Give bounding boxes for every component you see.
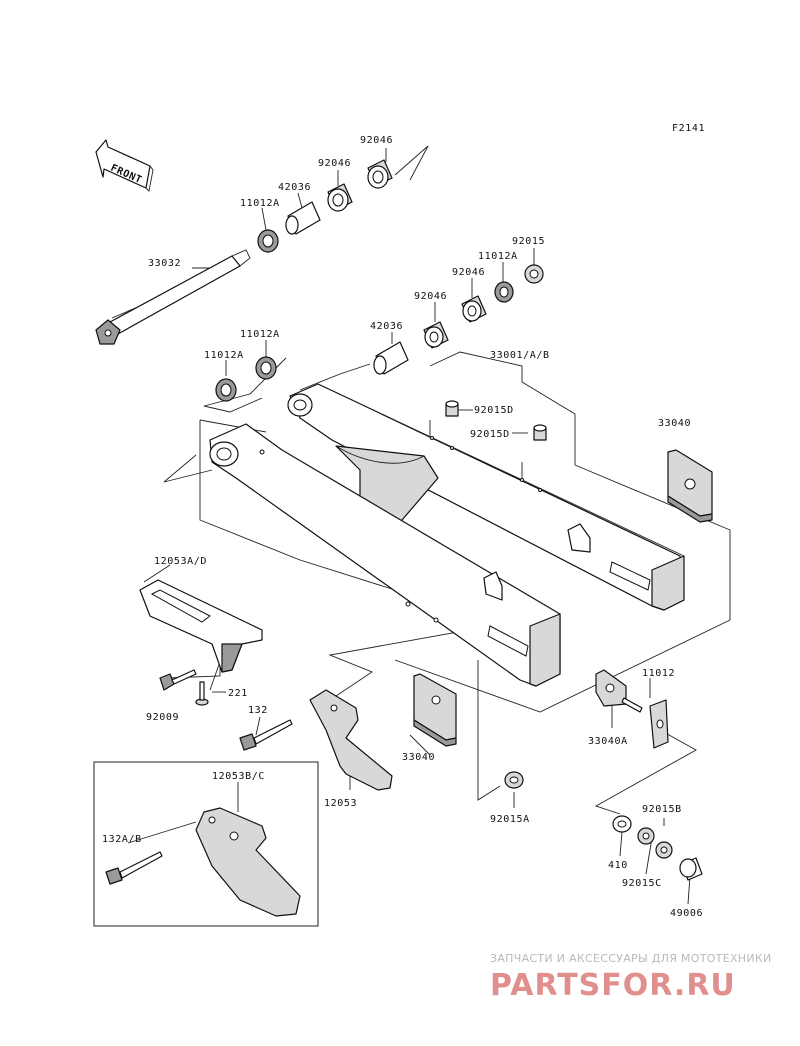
seal-11012A-right bbox=[494, 281, 514, 303]
bolt-132 bbox=[239, 719, 293, 751]
chain-guard-12053AD bbox=[139, 579, 263, 673]
bolt-92015D-1 bbox=[445, 400, 459, 417]
watermark: ЗАПЧАСТИ И АКСЕССУАРЫ ДЛЯ МОТОТЕХНИКИ PA… bbox=[490, 952, 772, 1003]
bolt-92015D-2 bbox=[533, 424, 547, 441]
label-11012: 11012 bbox=[642, 668, 675, 679]
inset-box bbox=[93, 761, 319, 927]
nut-92015B bbox=[655, 841, 673, 859]
label-12053: 12053 bbox=[324, 798, 357, 809]
bearing-92046-right2 bbox=[423, 321, 449, 349]
label-92015C: 92015C bbox=[622, 878, 662, 889]
label-92009: 92009 bbox=[146, 712, 179, 723]
bolt-92009 bbox=[159, 669, 197, 691]
label-92046-top: 92046 bbox=[360, 135, 393, 146]
bearing-92046-top bbox=[367, 159, 393, 189]
seal-11012A-left2 bbox=[215, 378, 237, 402]
watermark-subtitle: ЗАПЧАСТИ И АКСЕССУАРЫ ДЛЯ МОТОТЕХНИКИ bbox=[490, 952, 772, 965]
label-33032: 33032 bbox=[148, 258, 181, 269]
label-11012A-left1: 11012A bbox=[240, 329, 280, 340]
label-92046-right1: 92046 bbox=[452, 267, 485, 278]
sprocket-cover-12053 bbox=[309, 689, 393, 791]
label-33001: 33001/A/B bbox=[490, 350, 550, 361]
washer-410 bbox=[612, 815, 632, 833]
label-11012A-right: 11012A bbox=[478, 251, 518, 262]
nut-92015-top bbox=[524, 264, 544, 284]
adjuster-33040A bbox=[595, 669, 643, 713]
leader-lines bbox=[111, 145, 731, 905]
label-42036-top: 42036 bbox=[278, 182, 311, 193]
label-33040A: 33040A bbox=[588, 736, 628, 747]
nut-92015C bbox=[637, 827, 655, 845]
nut-92015A bbox=[504, 771, 524, 789]
label-92046-mid: 92046 bbox=[318, 158, 351, 169]
bolt-132AB bbox=[105, 851, 163, 885]
sleeve-42036-mid bbox=[373, 341, 409, 375]
label-92015D-2: 92015D bbox=[470, 429, 510, 440]
front-arrow-icon: FRONT bbox=[95, 139, 154, 192]
label-42036-mid: 42036 bbox=[370, 321, 403, 332]
adjuster-33040-right bbox=[667, 449, 713, 523]
label-12053BC: 12053B/C bbox=[212, 771, 265, 782]
label-410: 410 bbox=[608, 860, 628, 871]
label-132AB: 132A/B bbox=[102, 834, 142, 845]
sleeve-42036-top bbox=[285, 201, 321, 235]
chain-guard-12053BC bbox=[195, 807, 301, 917]
part-labels: 92046 92046 42036 11012A 33032 92015 110… bbox=[102, 135, 703, 919]
label-92046-right2: 92046 bbox=[414, 291, 447, 302]
label-132: 132 bbox=[248, 705, 268, 716]
label-33040-right: 33040 bbox=[658, 418, 691, 429]
watermark-logo: PARTSFOR.RU bbox=[490, 968, 736, 1003]
adjuster-33040-center bbox=[413, 673, 457, 747]
label-92015D-1: 92015D bbox=[474, 405, 514, 416]
label-92015-top: 92015 bbox=[512, 236, 545, 247]
seal-11012A-left1 bbox=[255, 356, 277, 380]
label-92015B: 92015B bbox=[642, 804, 682, 815]
label-33040-center: 33040 bbox=[402, 752, 435, 763]
plate-11012 bbox=[649, 699, 669, 749]
pivot-shaft-33032 bbox=[95, 249, 251, 345]
figure-code: F2141 bbox=[672, 123, 705, 134]
bearing-92046-mid bbox=[327, 183, 353, 212]
swingarm-33001 bbox=[209, 383, 685, 687]
screw-221 bbox=[195, 681, 209, 706]
collar-49006 bbox=[679, 857, 703, 881]
seal-11012A-top bbox=[257, 229, 279, 253]
label-12053AD: 12053A/D bbox=[154, 556, 207, 567]
label-11012A-left2: 11012A bbox=[204, 350, 244, 361]
bearing-92046-right1 bbox=[461, 295, 487, 323]
label-221: 221 bbox=[228, 688, 248, 699]
label-49006: 49006 bbox=[670, 908, 703, 919]
label-92015A: 92015A bbox=[490, 814, 530, 825]
label-11012A-top: 11012A bbox=[240, 198, 280, 209]
